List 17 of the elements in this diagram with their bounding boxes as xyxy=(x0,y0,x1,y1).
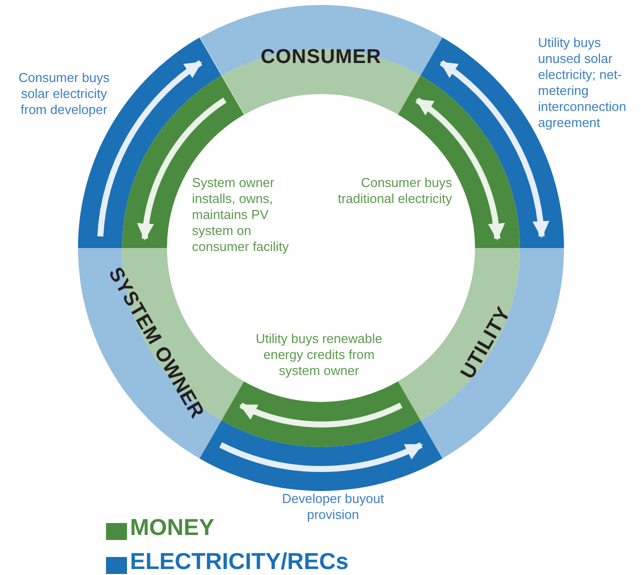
edge-label: Consumer buys traditional electricity xyxy=(336,175,452,207)
segment-label: CONSUMER xyxy=(260,47,382,67)
legend-label: MONEY xyxy=(130,514,214,540)
ring-segment xyxy=(200,5,442,115)
arrow xyxy=(415,98,504,240)
arrow xyxy=(219,442,423,472)
edge-label: Developer buyout provision xyxy=(281,491,385,523)
arrow xyxy=(138,98,227,240)
edge-label: Consumer buys solar electricity from developer xyxy=(17,70,111,118)
arrow xyxy=(440,60,548,238)
ring-segment xyxy=(398,248,564,458)
arrow xyxy=(97,60,202,237)
arrow xyxy=(239,402,402,428)
edge-label: System owner installs, owns, maintains PV system on consumer facility xyxy=(192,175,290,255)
edge-label: Utility buys unused solar electricity; net-metering interconnection agreement xyxy=(538,35,628,131)
legend-label: ELECTRICITY/RECs xyxy=(130,548,349,574)
edge-label: Utility buys renewable energy credits from system owner xyxy=(254,331,384,379)
